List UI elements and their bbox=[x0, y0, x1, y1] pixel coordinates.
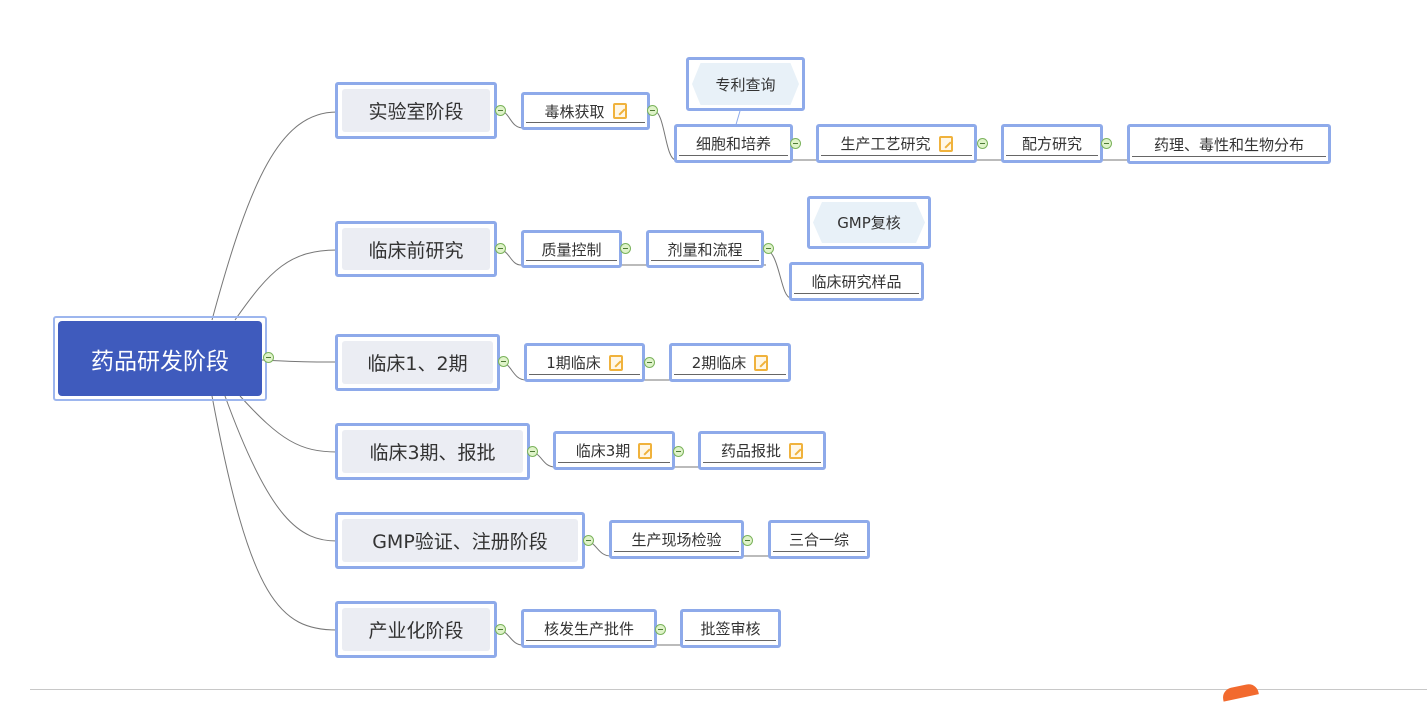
subtopic[interactable]: 临床研究样品 bbox=[789, 262, 924, 301]
subtopic[interactable]: 配方研究 bbox=[1001, 124, 1103, 163]
subtopic[interactable]: 核发生产批件 bbox=[521, 609, 657, 648]
note-icon[interactable] bbox=[638, 442, 653, 459]
subtopic[interactable]: 三合一综 bbox=[768, 520, 870, 559]
note-icon[interactable] bbox=[608, 354, 623, 371]
collapse-toggle[interactable] bbox=[655, 624, 666, 635]
collapse-toggle[interactable] bbox=[763, 243, 774, 254]
collapse-toggle[interactable] bbox=[495, 105, 506, 116]
collapse-toggle[interactable] bbox=[790, 138, 801, 149]
collapse-toggle[interactable] bbox=[673, 446, 684, 457]
collapse-toggle[interactable] bbox=[495, 243, 506, 254]
note-icon[interactable] bbox=[938, 135, 953, 152]
collapse-toggle[interactable] bbox=[263, 352, 274, 363]
note-icon[interactable] bbox=[789, 442, 803, 459]
bottom-panel-edge bbox=[30, 689, 1427, 696]
collapse-toggle[interactable] bbox=[620, 243, 631, 254]
subtopic[interactable]: 剂量和流程 bbox=[646, 230, 764, 268]
note-icon[interactable] bbox=[754, 354, 769, 371]
collapse-toggle[interactable] bbox=[495, 624, 506, 635]
collapse-toggle[interactable] bbox=[527, 446, 538, 457]
subtopic[interactable]: 生产工艺研究 bbox=[816, 124, 977, 163]
subtopic[interactable]: 批签审核 bbox=[680, 609, 781, 648]
subtopic[interactable]: 质量控制 bbox=[521, 230, 622, 268]
subtopic[interactable]: 临床3期 bbox=[553, 431, 675, 470]
topic-preclinical[interactable]: 临床前研究 bbox=[335, 221, 497, 277]
collapse-toggle[interactable] bbox=[498, 356, 509, 367]
callout-patent[interactable]: 专利查询 bbox=[686, 57, 805, 111]
subtopic[interactable]: 药品报批 bbox=[698, 431, 826, 470]
subtopic[interactable]: 细胞和培养 bbox=[674, 124, 793, 163]
subtopic[interactable]: 毒株获取 bbox=[521, 92, 650, 130]
root-topic[interactable]: 药品研发阶段 bbox=[53, 316, 267, 401]
topic-industrial[interactable]: 产业化阶段 bbox=[335, 601, 497, 658]
topic-lab-stage[interactable]: 实验室阶段 bbox=[335, 82, 497, 139]
subtopic[interactable]: 药理、毒性和生物分布 bbox=[1127, 124, 1331, 164]
subtopic[interactable]: 生产现场检验 bbox=[609, 520, 744, 559]
subtopic[interactable]: 2期临床 bbox=[669, 343, 791, 382]
collapse-toggle[interactable] bbox=[742, 535, 753, 546]
topic-gmp[interactable]: GMP验证、注册阶段 bbox=[335, 512, 585, 569]
collapse-toggle[interactable] bbox=[1101, 138, 1112, 149]
collapse-toggle[interactable] bbox=[644, 357, 655, 368]
subtopic[interactable]: 1期临床 bbox=[524, 343, 645, 382]
callout-gmp-review[interactable]: GMP复核 bbox=[807, 196, 931, 249]
note-icon[interactable] bbox=[612, 103, 627, 119]
topic-clinical-3[interactable]: 临床3期、报批 bbox=[335, 423, 530, 480]
collapse-toggle[interactable] bbox=[583, 535, 594, 546]
topic-clinical-1-2[interactable]: 临床1、2期 bbox=[335, 334, 500, 391]
collapse-toggle[interactable] bbox=[647, 105, 658, 116]
collapse-toggle[interactable] bbox=[977, 138, 988, 149]
